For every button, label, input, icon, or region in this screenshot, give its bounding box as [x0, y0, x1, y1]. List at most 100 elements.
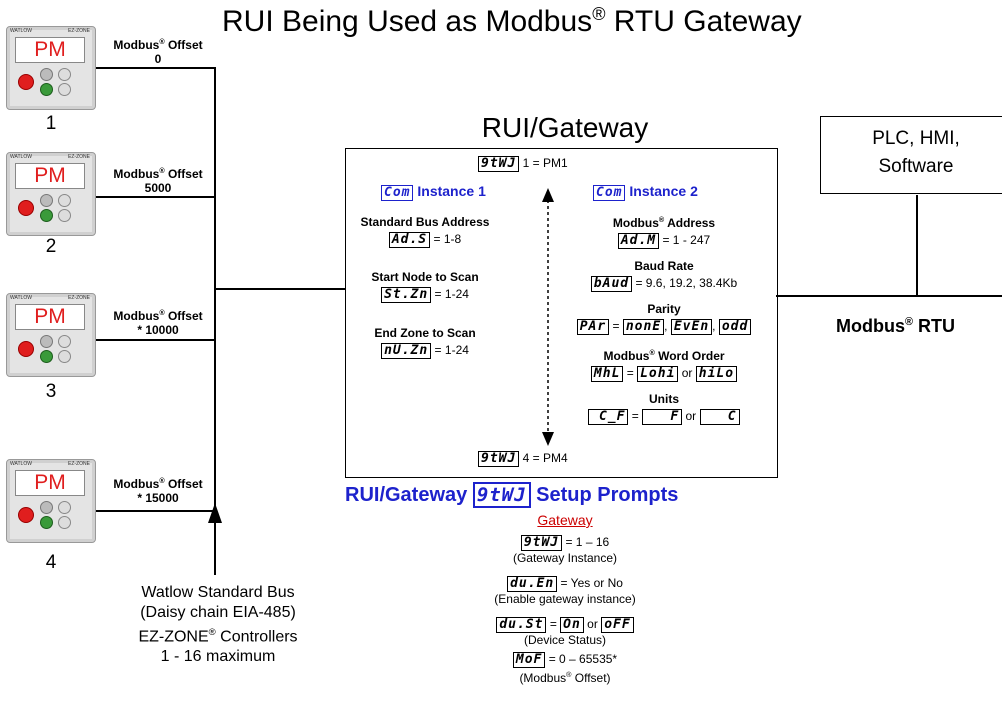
controller-number: 4	[45, 552, 57, 573]
controller-brand: WATLOW	[10, 461, 32, 467]
setup-item-3-caption: (Device Status)	[523, 633, 607, 647]
controller-brand: WATLOW	[10, 154, 32, 160]
controller-gray-button-icon	[40, 335, 53, 348]
setup-title-prompt: 9tWJ	[472, 482, 531, 508]
units-option-c: C	[699, 409, 740, 425]
parity-option-even: EvEn	[670, 319, 713, 335]
instance1-item-label: Standard Bus Address	[360, 215, 490, 229]
bus-line-2	[96, 196, 216, 198]
instance1-item-label: Start Node to Scan	[371, 270, 479, 284]
setup-title-right: Setup Prompts	[536, 484, 679, 506]
gateway-top-row: 9tWJ 1 = PM1	[478, 156, 568, 172]
setup-item-1-prompt: 9tWJ	[520, 535, 563, 551]
plc-line2: Software	[878, 156, 954, 177]
units-label: Units	[649, 392, 679, 406]
gateway-title: RUI/Gateway	[481, 112, 649, 143]
instance2-label: Instance 2	[629, 183, 698, 199]
modbus-offset-label: Modbus® Offset* 15000	[113, 476, 203, 505]
setup-item-3: du.St = On or oFF	[455, 617, 675, 633]
controller-model: EZ-ZONE	[68, 295, 90, 301]
controller-gray-button-icon	[58, 350, 71, 363]
bus-arrow-icon	[208, 503, 222, 575]
word-order-row: MhL = Lohi or hiLo	[556, 366, 772, 382]
baud-prompt: bAud	[590, 276, 633, 292]
controller-topbar: WATLOW EZ-ZONE	[10, 295, 90, 301]
units-option-f: F	[642, 409, 683, 425]
instance1-item-value: = 1-24	[431, 287, 469, 301]
controller-gray-button-icon	[58, 501, 71, 514]
instance1-item-row: St.Zn = 1-24	[350, 287, 500, 303]
setup-item-3-or: or	[587, 617, 598, 631]
modbus-rtu-label: Modbus® RTU	[836, 316, 955, 336]
controller-green-button-icon	[40, 350, 53, 363]
controller-green-button-icon	[40, 83, 53, 96]
word-order-option-lohi: Lohi	[637, 366, 679, 382]
setup-item-2-prompt: du.En	[507, 576, 558, 592]
parity-label: Parity	[647, 302, 681, 316]
setup-item-3-prompt: du.St	[496, 617, 547, 633]
units-or: or	[685, 409, 697, 423]
bus-line-1	[96, 67, 216, 69]
baud-value: = 9.6, 19.2, 38.4Kb	[635, 276, 738, 290]
controller-gray-button-icon	[40, 501, 53, 514]
modbus-address-prompt: Ad.M	[617, 233, 660, 249]
controller-model: EZ-ZONE	[68, 154, 90, 160]
instance1-item-row: nU.Zn = 1-24	[350, 343, 500, 359]
controller-display: PM	[15, 37, 85, 63]
gateway-top-prompt: 9tWJ	[478, 156, 520, 172]
setup-item-1-caption: (Gateway Instance)	[512, 551, 618, 565]
bus-caption-line2: (Daisy chain EIA-485)	[140, 604, 296, 621]
word-order-label: Modbus® Word Order	[603, 348, 725, 363]
instance1-item-value: = 1-8	[430, 232, 462, 246]
controller-display: PM	[15, 304, 85, 330]
instance1-item-prompt: nU.Zn	[381, 343, 432, 359]
instance1-heading: Com Instance 1	[381, 183, 486, 201]
setup-item-2: du.En = Yes or No	[455, 576, 675, 592]
bus-caption-line4: 1 - 16 maximum	[160, 648, 276, 666]
plc-box: PLC, HMI, Software	[820, 116, 1002, 194]
instance1-prompt: Com	[381, 185, 414, 201]
controller-number: 3	[45, 381, 57, 402]
setup-section-label: Gateway	[537, 512, 593, 528]
controller-gray-button-icon	[40, 194, 53, 207]
parity-prompt: PAr	[576, 319, 610, 335]
pm-controller-2: WATLOW EZ-ZONE PM	[6, 152, 96, 236]
plc-drop-line	[916, 195, 918, 296]
modbus-offset-label: Modbus® Offset* 10000	[113, 308, 203, 337]
controller-brand: WATLOW	[10, 28, 32, 34]
gateway-bottom-text: 4 = PM4	[522, 451, 568, 465]
instance1-item-prompt: Ad.S	[388, 232, 431, 248]
controller-brand: WATLOW	[10, 295, 32, 301]
modbus-address-label: Modbus® Address	[612, 215, 716, 230]
parity-option-none: nonE	[622, 319, 665, 335]
setup-item-1: 9tWJ = 1 – 16	[455, 535, 675, 551]
modbus-address-value: = 1 - 247	[662, 233, 711, 247]
setup-item-3-opt2: oFF	[601, 617, 634, 633]
controller-red-button-icon	[18, 200, 34, 216]
controller-gray-button-icon	[58, 68, 71, 81]
word-order-or: or	[681, 366, 693, 380]
word-order-prompt: MhL	[590, 366, 624, 382]
controller-display: PM	[15, 163, 85, 189]
controller-red-button-icon	[18, 74, 34, 90]
page-title: RUI Being Used as Modbus® RTU Gateway	[222, 4, 802, 38]
controller-gray-button-icon	[58, 194, 71, 207]
gateway-to-rtu-line	[776, 295, 1002, 297]
parity-option-odd: odd	[718, 319, 752, 335]
bus-line-4	[96, 510, 216, 512]
setup-prompts-title: RUI/Gateway 9tWJ Setup Prompts	[345, 482, 678, 508]
setup-item-1-value: = 1 – 16	[565, 535, 610, 549]
scan-range-arrow-icon	[542, 188, 554, 446]
bus-caption-line1: Watlow Standard Bus	[141, 584, 295, 601]
gateway-bottom-row: 9tWJ 4 = PM4	[478, 451, 568, 467]
controller-gray-button-icon	[58, 209, 71, 222]
instance1-label: Instance 1	[417, 183, 486, 199]
modbus-address-row: Ad.M = 1 - 247	[556, 233, 772, 249]
instance1-item-value: = 1-24	[431, 343, 469, 357]
controller-red-button-icon	[18, 507, 34, 523]
controller-red-button-icon	[18, 341, 34, 357]
